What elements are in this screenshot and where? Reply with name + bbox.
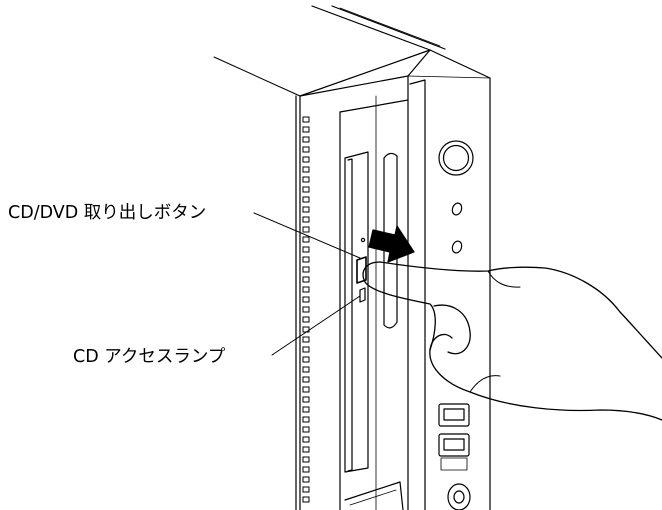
tower-case — [213, 5, 446, 510]
small-button-icon — [451, 240, 463, 254]
arrow-right-icon — [368, 225, 415, 263]
access-lamp-label: CD アクセスランプ — [73, 347, 226, 367]
bottom-drive-slot — [344, 481, 404, 510]
optical-drive-slot — [344, 151, 369, 473]
eject-leader-line — [253, 212, 361, 259]
small-button-icon — [451, 202, 463, 216]
eject-button-graphic — [356, 237, 367, 284]
front-bezel — [299, 49, 491, 510]
audio-jack-icon — [447, 483, 471, 510]
bezel-groove — [383, 152, 398, 329]
access-lamp-graphic — [359, 287, 366, 303]
power-button-icon — [438, 140, 474, 176]
pointing-hand-icon — [362, 261, 662, 421]
eject-button-label: CD/DVD 取り出しボタン — [8, 203, 207, 223]
vent-holes — [302, 116, 310, 503]
usb-port-icon — [438, 403, 470, 471]
lamp-leader-line — [271, 295, 361, 356]
